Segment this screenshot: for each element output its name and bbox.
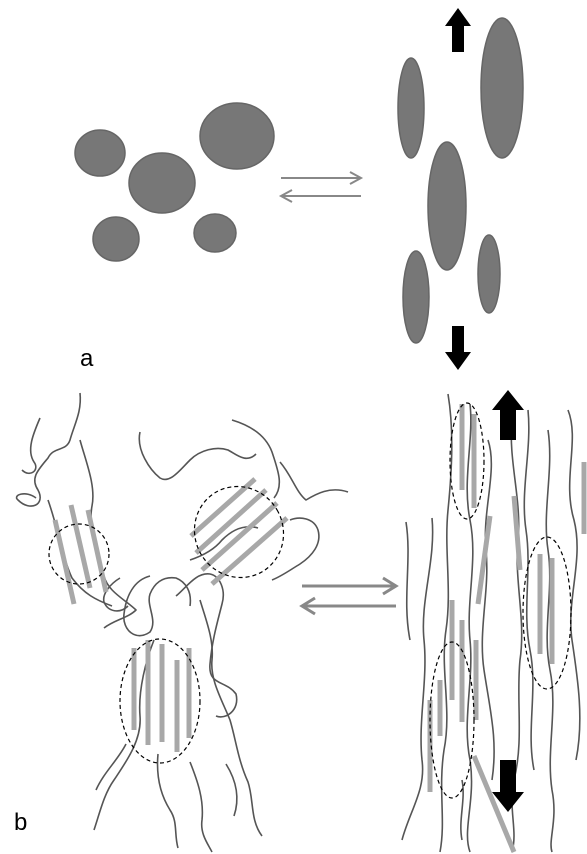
particle xyxy=(403,251,429,343)
crystal-lamella xyxy=(55,520,74,604)
block-arrow-icon xyxy=(445,8,471,52)
polymer-chain xyxy=(139,432,256,479)
equilibrium-arrows-b xyxy=(302,578,396,614)
polymer-chain xyxy=(158,754,179,848)
particle xyxy=(481,18,523,158)
polymer-chain xyxy=(17,393,81,506)
block-arrow-icon xyxy=(492,390,524,440)
polymer-chain xyxy=(568,410,580,760)
particle xyxy=(129,153,195,213)
panel-a: a xyxy=(75,8,523,372)
block-arrow-icon xyxy=(445,326,471,370)
panel-label-a: a xyxy=(80,345,94,372)
polymer-chain xyxy=(226,764,237,816)
crystal-lamella xyxy=(88,510,106,592)
polymer-chain xyxy=(190,762,212,852)
particle xyxy=(75,130,125,176)
polymer-chain xyxy=(200,600,262,836)
double-harpoon-icon xyxy=(302,578,396,614)
particle xyxy=(428,142,466,270)
double-harpoon-icon xyxy=(281,172,361,202)
panel-label-b: b xyxy=(14,809,27,836)
panel-b-stretched-network xyxy=(402,390,584,852)
particle xyxy=(478,235,500,313)
block-arrow-icon xyxy=(492,760,524,812)
polymer-chain xyxy=(406,522,410,640)
panel-b-unstretched-network xyxy=(17,393,348,852)
equilibrium-arrows-a xyxy=(281,172,361,202)
polymer-chain xyxy=(280,462,348,500)
polymer-chain xyxy=(232,420,279,498)
unstretched-particles xyxy=(75,103,274,261)
polymer-chain xyxy=(524,410,534,770)
particle xyxy=(93,217,139,261)
crystal-region-outline xyxy=(523,537,571,689)
crystal-lamella xyxy=(514,496,520,570)
particle xyxy=(200,103,274,169)
polymer-chain xyxy=(22,418,40,473)
stretched-particles xyxy=(398,18,523,343)
polymer-chain xyxy=(124,576,191,636)
crystal-lamella xyxy=(478,516,490,604)
polymer-chain xyxy=(94,640,154,830)
amorphous-chains xyxy=(17,393,348,852)
polymer-chain xyxy=(482,440,494,780)
particle xyxy=(194,214,236,252)
polymer-chain xyxy=(176,574,237,717)
crystalline-segments xyxy=(55,479,287,752)
particle xyxy=(398,58,424,158)
